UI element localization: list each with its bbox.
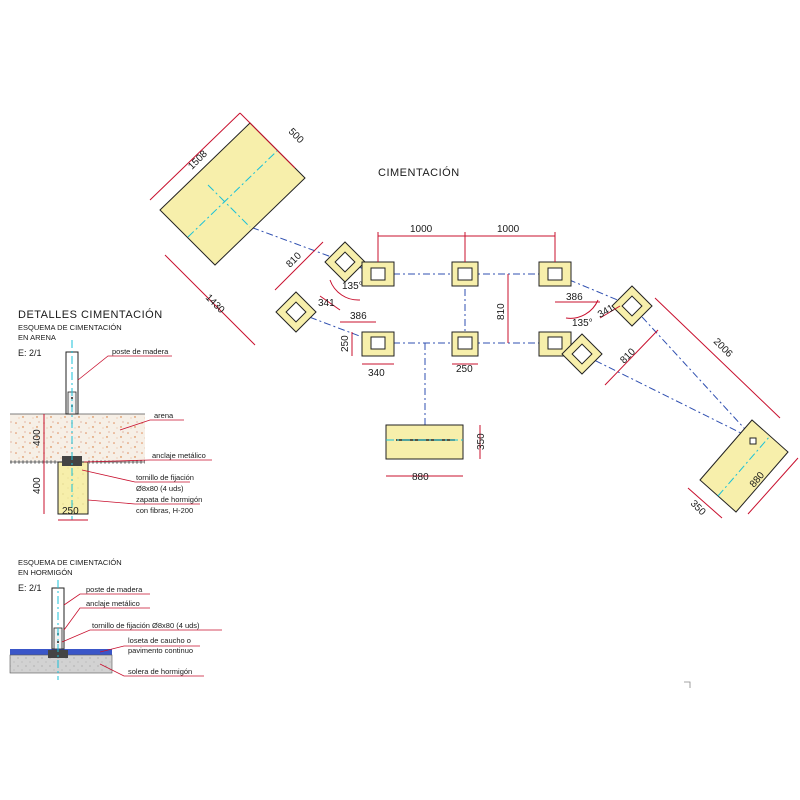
dim-810-right: 810	[618, 346, 638, 366]
sand-label-sand: arena	[154, 411, 174, 420]
rotated-pad-top-left	[324, 241, 366, 283]
dim-340: 340	[368, 368, 385, 379]
concrete-title-line1: ESQUEMA DE CIMENTACIÓN	[18, 558, 122, 567]
pad-row-top	[361, 261, 572, 287]
bottom-slab: 880 350	[385, 424, 487, 483]
dim-250-mid: 250	[456, 364, 473, 375]
sand-label-footing1: zapata de hormigón	[136, 495, 202, 504]
dim-810-vertical: 810	[496, 303, 507, 320]
right-slab: 350 880	[687, 419, 799, 519]
dim-350-right: 350	[688, 498, 708, 518]
plan-title: CIMENTACIÓN	[378, 166, 460, 179]
concrete-leaders: poste de madera anclaje metálico tornill…	[61, 585, 222, 677]
dims-top: 1000 1000	[377, 224, 556, 262]
details-title: DETALLES CIMENTACIÓN	[18, 308, 163, 321]
dim-880-bottom: 880	[412, 472, 429, 483]
dim-2006: 2006	[711, 336, 735, 360]
dim-810-left: 810	[284, 250, 304, 270]
pad-row-bottom	[361, 331, 572, 357]
dim-slab-short: 500	[286, 126, 306, 146]
dim-350-bottom: 350	[476, 433, 487, 450]
dim-vertical-810: 810	[496, 274, 509, 343]
corner-mark	[684, 681, 691, 688]
concrete-section	[9, 580, 113, 680]
concrete-label-post: poste de madera	[86, 585, 143, 594]
sand-label-footing2: con fibras, H-200	[136, 506, 193, 515]
dim-386-left: 386	[350, 311, 367, 322]
concrete-scale: E: 2/1	[18, 583, 42, 593]
sand-label-anchor: anclaje metálico	[152, 451, 206, 460]
sand-label-post: poste de madera	[112, 347, 169, 356]
concrete-label-bolt: tornillo de fijación Ø8x80 (4 uds)	[92, 621, 200, 630]
dim-1000-right: 1000	[497, 224, 520, 235]
rotated-pad-bottom-left	[275, 291, 317, 333]
sand-title-line2: EN ARENA	[18, 333, 56, 342]
dim-386-right: 386	[566, 292, 583, 303]
concrete-label-slab: solera de hormigón	[128, 667, 192, 676]
sand-label-bolt2: Ø8x80 (4 uds)	[136, 484, 184, 493]
sand-label-bolt1: tornillo de fijación	[136, 473, 194, 482]
concrete-label-tile1: loseta de caucho o	[128, 636, 191, 645]
dims-bottom-pads: 250 340 250	[340, 332, 478, 379]
rotated-pad-top-right	[611, 285, 653, 327]
dim-250-left: 250	[340, 335, 351, 352]
concrete-label-anchor: anclaje metálico	[86, 599, 140, 608]
angle-135-left: 135°	[342, 281, 363, 292]
sand-dim-400-bottom: 400	[32, 477, 43, 494]
sand-scale: E: 2/1	[18, 348, 42, 358]
sand-title-line1: ESQUEMA DE CIMENTACIÓN	[18, 323, 122, 332]
dim-1000-left: 1000	[410, 224, 433, 235]
angle-135-right: 135°	[572, 318, 593, 329]
sand-dim-400-top: 400	[32, 429, 43, 446]
concrete-title-line2: EN HORMIGÓN	[18, 568, 73, 577]
dim-341-left: 341	[318, 298, 335, 309]
rotated-pad-bottom-right	[561, 333, 603, 375]
sand-leaders: poste de madera arena anclaje metálico t…	[77, 347, 212, 515]
top-left-slab	[159, 122, 306, 266]
concrete-label-tile2: pavimento continuo	[128, 646, 193, 655]
sand-dim-250: 250	[62, 506, 79, 517]
sand-section: 400 400 250	[10, 340, 145, 521]
